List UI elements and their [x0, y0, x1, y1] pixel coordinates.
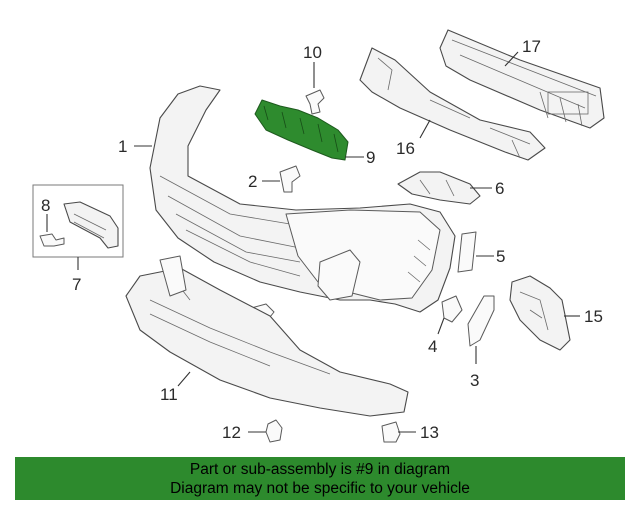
part-8-bolt[interactable]: [39, 233, 65, 247]
banner-line-disclaimer: Diagram may not be specific to your vehi…: [170, 480, 470, 497]
callout-2: 2: [248, 172, 257, 191]
part-11-lower-spoiler[interactable]: [125, 255, 409, 417]
part-12-pin-clip[interactable]: [265, 419, 283, 443]
callout-6: 6: [495, 179, 504, 198]
callout-13: 13: [420, 423, 439, 442]
part-17-reinforcement-beam[interactable]: [439, 29, 605, 129]
callout-10: 10: [303, 43, 322, 62]
callout-12: 12: [222, 423, 241, 442]
part-6-side-bracket[interactable]: [397, 171, 481, 205]
callout-5: 5: [496, 247, 505, 266]
parts-diagram: 17 16 10 9 1 2 6: [32, 29, 605, 443]
part-9-bumper-retainer-bracket[interactable]: [254, 99, 349, 161]
callout-4: 4: [428, 337, 437, 356]
callout-17: 17: [522, 37, 541, 56]
banner-line-part: Part or sub-assembly is #9 in diagram: [189, 461, 451, 478]
part-1-bumper-cover[interactable]: [149, 85, 456, 313]
callout-1: 1: [118, 137, 127, 156]
callout-9: 9: [366, 148, 375, 167]
part-13-clip-nut[interactable]: [381, 421, 401, 443]
part-3-guide[interactable]: [467, 295, 495, 347]
part-10-clip[interactable]: [305, 89, 325, 115]
callout-16: 16: [396, 139, 415, 158]
callout-7: 7: [72, 275, 81, 294]
callout-11: 11: [160, 385, 178, 404]
part-15-side-support[interactable]: [509, 275, 571, 351]
part-4-small-bracket[interactable]: [441, 295, 463, 323]
part-5-reflector[interactable]: [457, 231, 477, 273]
callout-15: 15: [584, 307, 603, 326]
callout-8: 8: [41, 196, 50, 215]
part-2-push-clip[interactable]: [279, 165, 301, 193]
part-16-energy-absorber[interactable]: [359, 47, 546, 161]
callout-3: 3: [470, 371, 479, 390]
info-banner: Part or sub-assembly is #9 in diagram Di…: [15, 457, 625, 500]
